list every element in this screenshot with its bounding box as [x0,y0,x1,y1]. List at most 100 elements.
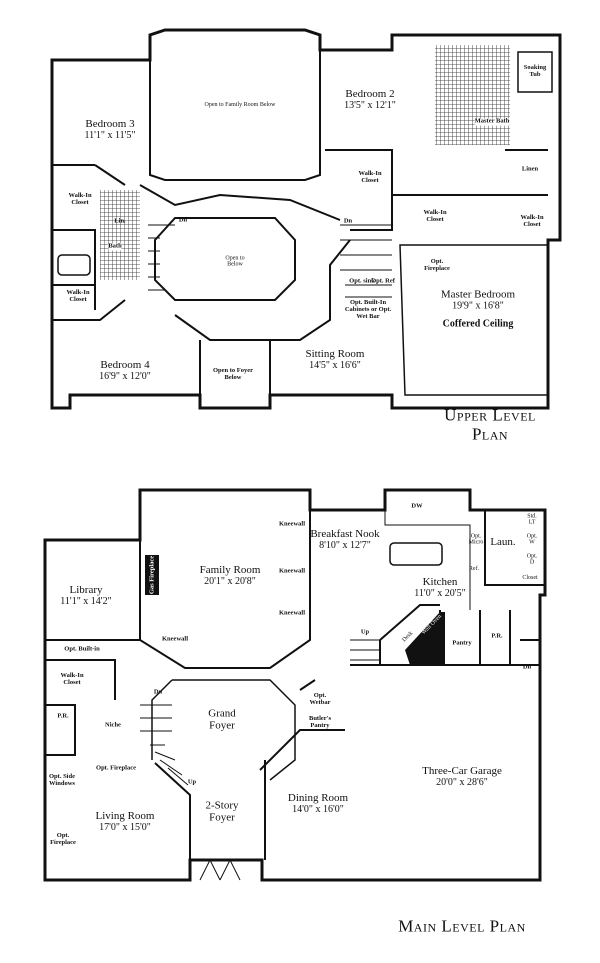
main-level-walls [43,488,547,882]
opt-cabinets-label: Opt. Built-In Cabinets or Opt. Wet Bar [344,298,392,320]
refrigerator-label: Ref. [468,565,480,572]
title-line: Upper Level [444,405,536,425]
opt-fireplace-label: Opt. Fireplace [96,764,136,772]
wall-oven-block [405,612,445,665]
room-dimensions: 11'1" x 11'5" [84,129,136,141]
room-name: Family Room [199,563,261,576]
opt-sink-label: Opt. sink [349,277,375,285]
soaking-tub-icon [517,51,553,93]
grand-foyer-label: Grand Foyer [208,707,236,731]
walk-in-closet-label: Walk-In Closet [60,672,84,686]
laundry-label: Laun. [490,536,516,549]
open-to-below-label: Open to Below [225,255,245,268]
room-dimensions: 14'0" x 16'0" [292,803,344,815]
room-name: Living Room [95,809,155,822]
room-dimensions: 11'0" x 20'5" [414,587,466,599]
stairs-down-label: Dn [343,217,353,225]
room-name: Bedroom 3 [85,117,135,130]
powder-room-label: P.R. [57,712,69,720]
main-stairs-icon [140,639,380,786]
stairs-up-label: Up [360,628,370,636]
dishwasher-label: DW [411,502,423,510]
open-to-foyer-label: Open to Foyer Below [212,367,254,381]
main-level-title: Main Level Plan [398,916,526,936]
butlers-pantry-label: Butler's Pantry [308,715,332,729]
room-dimensions: 20'0" x 28'6" [436,776,488,788]
room-dimensions: 11'1" x 14'2" [60,595,112,607]
kitchen-island [389,542,443,566]
room-dimensions: 8'10" x 12'7" [319,539,371,551]
opt-built-in-label: Opt. Built-in [64,645,100,653]
room-dimensions: 20'1" x 20'8" [204,575,256,587]
coffered-ceiling-note: Coffered Ceiling [442,318,514,330]
upper-stairs-icon [148,224,392,291]
std-lt-label: Std. LT [527,513,537,526]
room-dimensions: 13'5" x 12'1" [344,99,396,111]
kneewall-label: Kneewall [279,567,305,575]
room-dimensions: 19'9" x 16'8" [452,300,504,312]
opt-wetbar-label: Opt. Wetbar [309,692,331,706]
pantry-label: Pantry [452,639,472,647]
niche-label: Niche [105,721,121,729]
room-dimensions: 17'0" x 15'0" [99,821,151,833]
kneewall-label: Kneewall [279,520,305,528]
opt-washer-label: Opt. W [526,533,538,546]
walk-in-closet-label: Walk-In Closet [68,192,92,206]
master-bath-label: Master Bath [474,117,510,126]
bath-tile [100,190,140,280]
room-name: Three-Car Garage [422,764,502,777]
opt-fireplace-label: Opt. Fireplace [50,832,76,846]
stairs-down-label: Dn [153,688,163,696]
powder-room-label: P.R. [491,632,503,640]
linen-label: Linen [521,165,539,173]
open-family-below-label: Open to Family Room Below [204,101,276,108]
room-name: Bedroom 4 [100,358,150,371]
room-name: Dining Room [287,791,349,804]
room-name: Master Bedroom [440,288,516,301]
walk-in-closet-label: Walk-In Closet [66,289,90,303]
opt-dryer-label: Opt. D [526,553,538,566]
opt-ref-label: Opt. Ref [371,277,395,285]
kneewall-label: Kneewall [279,609,305,617]
upper-level-walls [50,28,562,410]
master-bath-tile [435,45,510,145]
kneewall-label: Kneewall [162,635,188,643]
room-name: Bedroom 2 [345,87,395,100]
linen-closet-label: Lin. [114,217,126,225]
two-story-foyer-label: 2-Story Foyer [205,799,239,823]
walk-in-closet-label: Walk-In Closet [358,170,382,184]
opt-fireplace-label: Opt. Fireplace [424,258,450,272]
room-name: Library [69,583,103,596]
bathtub-icon [57,254,91,276]
closet-label: Closet [522,574,538,581]
room-name: Kitchen [422,575,458,588]
room-dimensions: 16'9" x 12'0" [99,370,151,382]
room-dimensions: 14'5" x 16'6" [309,359,361,371]
walk-in-closet-label: Walk-In Closet [520,214,544,228]
soaking-tub-label: Soaking Tub [523,64,547,78]
title-line: Plan [471,424,509,443]
room-name: Breakfast Nook [310,527,380,540]
bath-label: Bath [108,242,122,251]
stairs-down-label: Dn [522,663,532,671]
front-door-icon [199,858,241,881]
stairs-up-label: Up [187,778,197,786]
opt-micro-label: Opt. Micro [468,533,484,546]
opt-side-windows-label: Opt. Side Windows [48,773,75,787]
walk-in-closet-label: Walk-In Closet [423,209,447,223]
gas-fireplace-block [145,555,159,595]
